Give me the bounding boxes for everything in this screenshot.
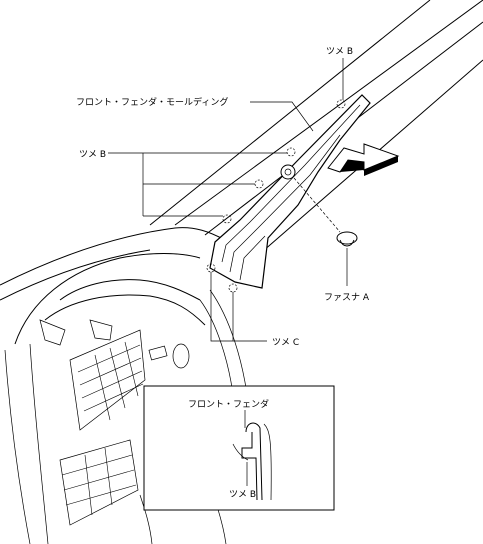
windshield-pillar-lines: [149, 0, 483, 259]
inset-fender-label: フロント・フェンダ: [188, 398, 269, 410]
body-bolt: [148, 343, 190, 369]
fastener-a-label: ファスナ A: [324, 292, 370, 303]
tab-b-top-label: ツメ B: [326, 47, 353, 57]
inset-tab-b-label: ツメ B: [229, 490, 256, 500]
fastener-hole: [280, 164, 296, 180]
fastener-a: [293, 177, 358, 286]
fender-molding: [209, 94, 371, 289]
leader-lines: [108, 58, 344, 342]
inset-detail: フロント・フェンダ ツメ B: [143, 385, 335, 511]
removal-arrow-icon: [327, 143, 400, 176]
molding-label: フロント・フェンダ・モールディング: [76, 96, 228, 108]
cowl-grille-hatch: [59, 329, 146, 526]
tab-c-label: ツメ C: [272, 338, 299, 348]
tab-b-left-label: ツメ B: [79, 150, 106, 160]
